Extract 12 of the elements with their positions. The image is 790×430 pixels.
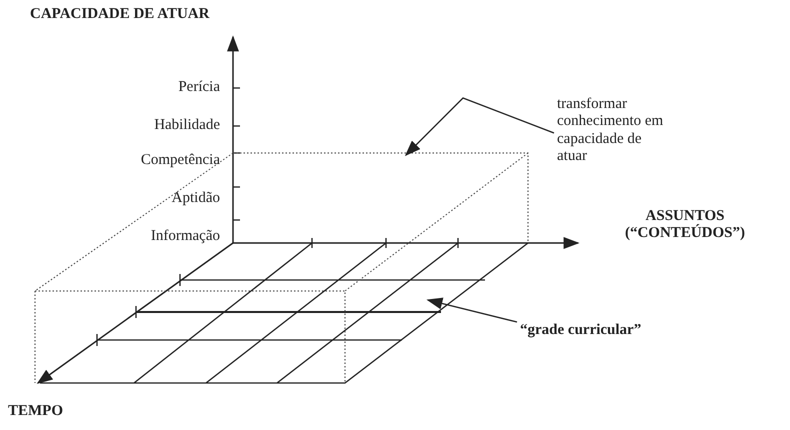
leader-arrow (426, 296, 518, 323)
level-label: Informação (150, 228, 220, 246)
level-label: Competência (140, 152, 220, 170)
axis-title: ASSUNTOS (“CONTEÚDOS”) (624, 208, 746, 242)
annotation-text: “grade curricular” (520, 322, 690, 340)
level-label: Perícia (177, 79, 220, 96)
axis-title: TEMPO (8, 403, 64, 420)
level-label: Aptidão (170, 190, 220, 208)
axis-title: CAPACIDADE DE ATUAR (30, 6, 211, 24)
leader-arrow (405, 97, 554, 156)
annotation-text: transformar conhecimento em capacidade de atuar (557, 96, 675, 165)
level-label: Habilidade (153, 117, 220, 134)
